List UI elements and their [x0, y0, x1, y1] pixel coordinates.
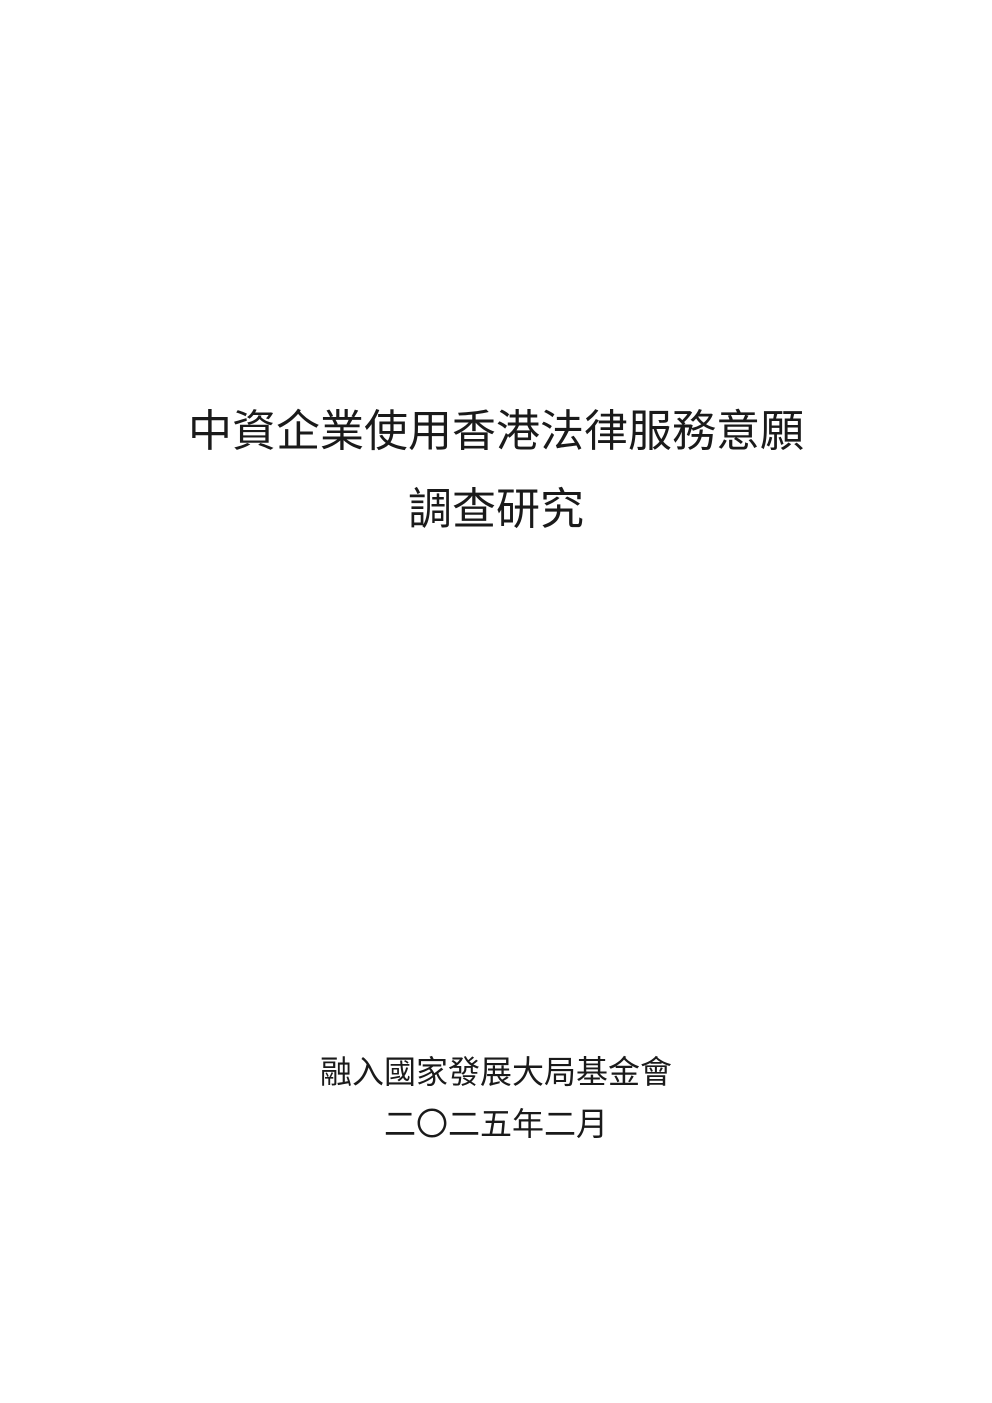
title-line-2: 調查研究: [408, 484, 584, 535]
organization-name: 融入國家發展大局基金會: [319, 1053, 672, 1091]
publication-info: 融入國家發展大局基金會 二〇二五年二月: [0, 1050, 992, 1146]
report-title: 中資企業使用香港法律服務意願 調查研究: [0, 402, 992, 540]
title-line-1: 中資企業使用香港法律服務意願: [188, 406, 804, 457]
publication-date: 二〇二五年二月: [383, 1105, 608, 1143]
